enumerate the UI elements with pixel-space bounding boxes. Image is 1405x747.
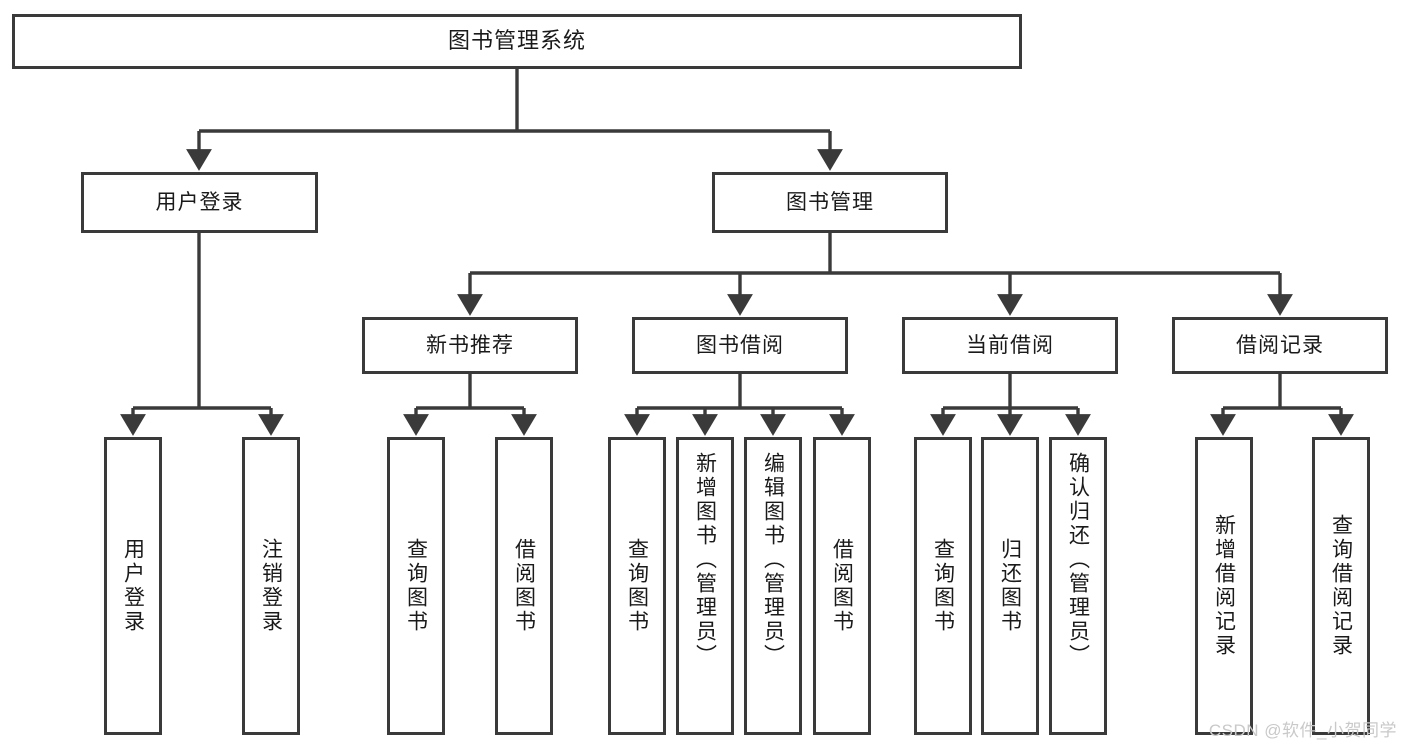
leaf-user-login[interactable]: 用户登录	[104, 437, 162, 735]
leaf-label: 查询图书	[931, 538, 955, 634]
leaf-label: 新增图书（管理员）	[693, 452, 717, 668]
leaf-return-book[interactable]: 归还图书	[981, 437, 1039, 735]
leaf-query-book-recommend[interactable]: 查询图书	[387, 437, 445, 735]
node-label: 新书推荐	[426, 333, 514, 357]
node-label: 图书借阅	[696, 333, 784, 357]
leaf-edit-book-admin[interactable]: 编辑图书（管理员）	[744, 437, 802, 735]
leaf-label: 编辑图书（管理员）	[761, 452, 785, 668]
leaf-label: 用户登录	[121, 538, 145, 634]
node-current-borrow[interactable]: 当前借阅	[902, 317, 1118, 374]
node-label: 当前借阅	[966, 333, 1054, 357]
leaf-query-borrow-record[interactable]: 查询借阅记录	[1312, 437, 1370, 735]
node-label: 图书管理	[786, 190, 874, 214]
watermark-text: CSDN @软件_小贺同学	[1208, 721, 1397, 740]
node-book-borrow[interactable]: 图书借阅	[632, 317, 848, 374]
leaf-label: 注销登录	[259, 538, 283, 634]
leaf-label: 查询图书	[625, 538, 649, 634]
node-label: 图书管理系统	[447, 28, 586, 54]
leaf-label: 借阅图书	[830, 538, 854, 634]
node-book-management[interactable]: 图书管理	[712, 172, 948, 233]
leaf-label: 新增借阅记录	[1212, 514, 1236, 658]
node-borrow-records[interactable]: 借阅记录	[1172, 317, 1388, 374]
leaf-query-book-borrow[interactable]: 查询图书	[608, 437, 666, 735]
node-new-book-recommend[interactable]: 新书推荐	[362, 317, 578, 374]
leaf-confirm-return-admin[interactable]: 确认归还（管理员）	[1049, 437, 1107, 735]
leaf-label: 确认归还（管理员）	[1066, 452, 1090, 668]
node-user-login[interactable]: 用户登录	[81, 172, 318, 233]
leaf-add-borrow-record[interactable]: 新增借阅记录	[1195, 437, 1253, 735]
leaf-label: 归还图书	[998, 538, 1022, 634]
leaf-logout[interactable]: 注销登录	[242, 437, 300, 735]
leaf-label: 借阅图书	[512, 538, 536, 634]
leaf-query-book-current[interactable]: 查询图书	[914, 437, 972, 735]
leaf-label: 查询图书	[404, 538, 428, 634]
node-root-system[interactable]: 图书管理系统	[12, 14, 1022, 69]
node-label: 用户登录	[155, 190, 244, 214]
node-label: 借阅记录	[1236, 333, 1324, 357]
leaf-add-book-admin[interactable]: 新增图书（管理员）	[676, 437, 734, 735]
leaf-borrow-book-recommend[interactable]: 借阅图书	[495, 437, 553, 735]
leaf-label: 查询借阅记录	[1329, 514, 1353, 658]
leaf-borrow-book[interactable]: 借阅图书	[813, 437, 871, 735]
